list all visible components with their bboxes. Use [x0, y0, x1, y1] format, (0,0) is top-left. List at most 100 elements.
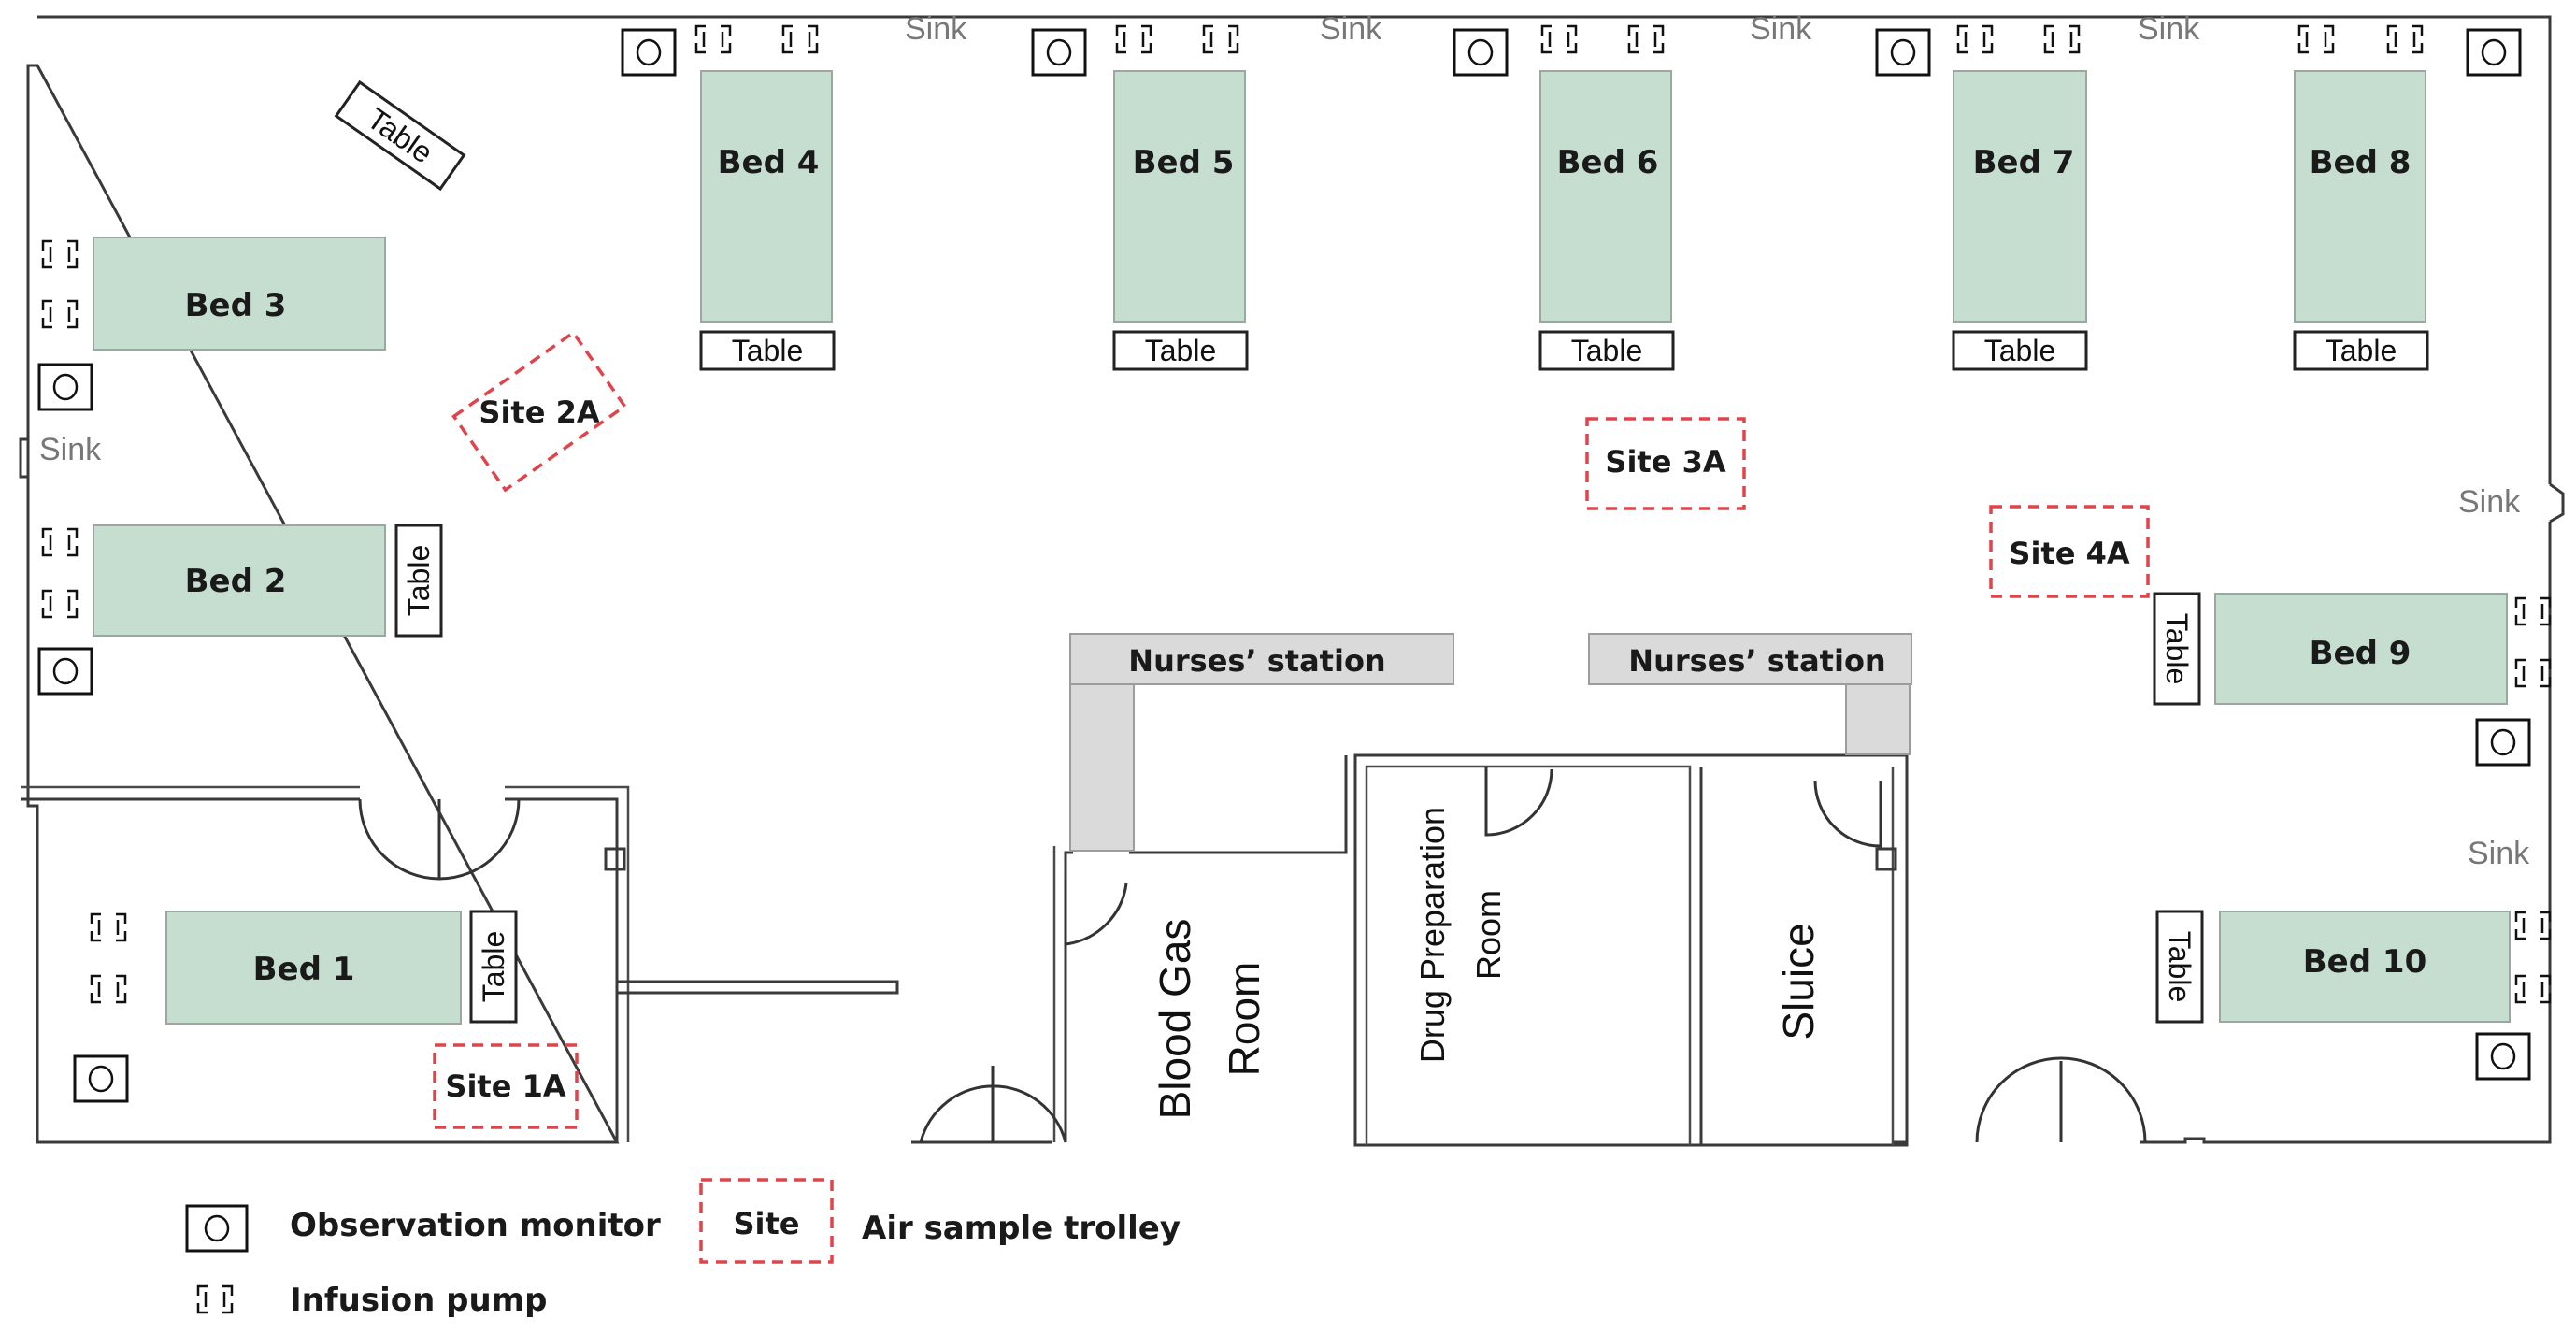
- table-bed2-label: Table: [402, 545, 436, 617]
- legend-trolley-label: Air sample trolley: [862, 1210, 1181, 1247]
- bed-7[interactable]: [1953, 70, 2087, 323]
- sink-2: Sink: [1320, 11, 1382, 47]
- drug-prep-room-label: Drug Preparation Room: [1413, 807, 1508, 1063]
- site-3a-marker[interactable]: [1585, 417, 1746, 510]
- observation-monitor-icon: [2475, 718, 2531, 767]
- table-bed7: [1952, 330, 2088, 371]
- doors: [358, 767, 2147, 1143]
- observation-monitor-icon: [185, 1204, 249, 1253]
- drug-prep-room-inner-wall: [1365, 765, 1692, 1145]
- infusion-pump-icon: [41, 527, 79, 557]
- infusion-pump-icon: [2297, 24, 2335, 54]
- site-2a-label: Site 2A: [479, 394, 599, 430]
- bed-3-label: Bed 3: [185, 287, 287, 324]
- legend: Observation monitor Site Air sample trol…: [185, 1178, 1181, 1319]
- bed-1[interactable]: [165, 911, 462, 1025]
- walls: [19, 15, 2565, 1147]
- table-bed7-label: Table: [1984, 334, 2056, 367]
- site-2a-marker[interactable]: [451, 330, 627, 493]
- outer-wall-top-notch: [2549, 482, 2565, 524]
- air-sample-trolley-icon: [699, 1178, 834, 1264]
- table-bed3-rect: [334, 79, 466, 192]
- observation-monitor-icon: [621, 28, 677, 77]
- table-bed5: [1112, 330, 1249, 371]
- observation-monitor-icon: [1031, 28, 1087, 77]
- blood-gas-room-label-line2: Room: [1220, 962, 1268, 1077]
- table-bed2: [394, 524, 443, 638]
- bed-10[interactable]: [2219, 911, 2511, 1023]
- table-bed6: [1538, 330, 1675, 371]
- site-4a-label: Site 4A: [2009, 536, 2129, 571]
- infusion-pump-icon: [41, 589, 79, 619]
- bed1-partition: [617, 980, 899, 995]
- bed-3[interactable]: [93, 237, 386, 351]
- observation-monitor-icon: [1453, 28, 1509, 77]
- air-sample-sites: Site 1A Site 2A Site 3A Site 4A: [433, 330, 2150, 1129]
- bed-4[interactable]: [700, 70, 833, 323]
- table-bed6-label: Table: [1571, 334, 1643, 367]
- bed-1-label: Bed 1: [253, 951, 355, 988]
- sluice-room-label: Sluice: [1774, 923, 1823, 1040]
- blood-gas-room-label-line1: Blood Gas: [1151, 919, 1199, 1120]
- nurses-stations: Nurses’ station Nurses’ station: [1069, 633, 1912, 852]
- table-bed5-label: Table: [1145, 334, 1217, 367]
- bed-9[interactable]: [2214, 593, 2508, 705]
- bed-8[interactable]: [2294, 70, 2426, 323]
- infusion-pumps: [41, 24, 2552, 1004]
- bed-6-label: Bed 6: [1557, 144, 1659, 181]
- infusion-pump-icon: [2514, 596, 2552, 626]
- infusion-pump-icon: [1115, 24, 1152, 54]
- observation-monitor-icon: [73, 1054, 129, 1103]
- table-bed9: [2153, 592, 2201, 706]
- nurses-station-left-side: [1069, 683, 1135, 852]
- legend-pump-label: Infusion pump: [290, 1282, 547, 1319]
- tables: Table Table Table Table Table Table Tabl…: [334, 79, 2429, 1024]
- site-4a-marker[interactable]: [1989, 505, 2150, 598]
- bed-8-label: Bed 8: [2310, 144, 2411, 181]
- sink-5: Sink: [39, 432, 102, 467]
- infusion-pump-icon: [41, 299, 79, 329]
- left-wall-notch: [19, 437, 28, 479]
- table-bed1-label: Table: [477, 931, 510, 1003]
- infusion-pump-icon: [1202, 24, 1239, 54]
- bed-2[interactable]: [93, 524, 386, 637]
- infusion-pump-icon: [41, 239, 79, 269]
- infusion-pump-icon: [694, 24, 732, 54]
- observation-monitor-icon: [37, 363, 93, 411]
- bed1-room-exit-door: [919, 1066, 1067, 1143]
- room-labels: Blood Gas Room Drug Preparation Room Slu…: [1151, 807, 1823, 1119]
- bed1-room-inner-wall: [21, 785, 630, 1142]
- sink-1: Sink: [905, 11, 967, 47]
- bed-4-label: Bed 4: [718, 144, 820, 181]
- site-1a-label: Site 1A: [445, 1069, 565, 1104]
- bed-9-label: Bed 9: [2310, 635, 2411, 672]
- observation-monitor-icon: [2466, 28, 2522, 77]
- bed-6[interactable]: [1539, 70, 1672, 323]
- table-bed10: [2155, 910, 2204, 1024]
- legend-site-swatch-label: Site: [733, 1206, 799, 1241]
- infusion-pump-icon: [2514, 658, 2552, 688]
- bed-5-label: Bed 5: [1133, 144, 1235, 181]
- infusion-pump-icon: [2386, 24, 2424, 54]
- bed-5[interactable]: [1113, 70, 1246, 323]
- table-bed8: [2293, 330, 2429, 371]
- bed1-room-wall: [21, 797, 619, 1142]
- observation-monitor-icon: [2475, 1032, 2531, 1081]
- table-bed1: [469, 910, 518, 1024]
- table-bed8-label: Table: [2326, 334, 2397, 367]
- outer-wall: [26, 15, 2552, 1144]
- sink-6: Sink: [2458, 484, 2521, 520]
- bed-7-label: Bed 7: [1973, 144, 2075, 181]
- blood-gas-room-door: [1064, 879, 1128, 946]
- bed1-room-post: [604, 847, 626, 871]
- blood-gas-room-wall: [911, 755, 1348, 1144]
- observation-monitors: [37, 28, 2531, 1103]
- nurses-station-right-label: Nurses’ station: [1628, 643, 1885, 679]
- infusion-pump-icon: [1627, 24, 1665, 54]
- infusion-pump-icon: [1540, 24, 1578, 54]
- site-2a: [451, 330, 627, 493]
- site-3a-label: Site 3A: [1605, 444, 1725, 480]
- nurses-station-right-desk: [1588, 633, 1912, 685]
- sluice-door: [1813, 780, 1882, 848]
